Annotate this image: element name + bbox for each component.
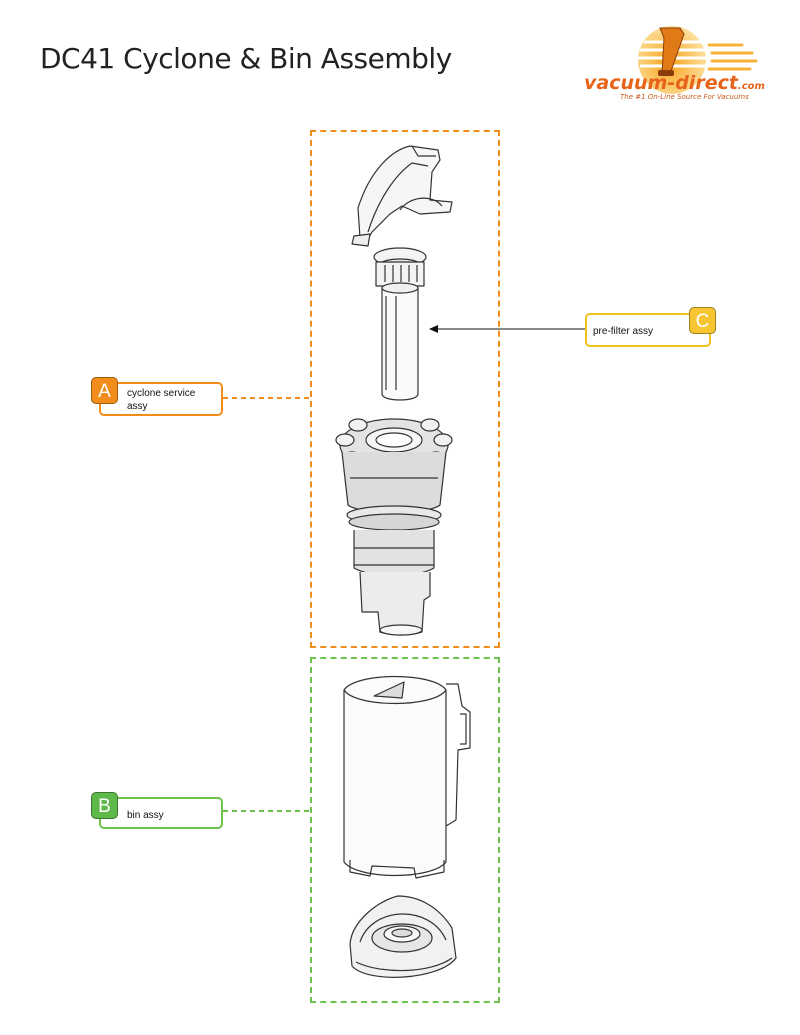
logo-sunburst-icon <box>638 26 758 94</box>
callout-label: pre-filter assy <box>593 326 654 337</box>
arrow-head-icon <box>429 325 438 333</box>
badge-b: B <box>91 792 118 819</box>
callout-label: cyclone service assy <box>127 388 196 412</box>
vacuum-direct-logo[interactable]: vacuum-direct.com The #1 On-Line Source … <box>584 20 784 105</box>
bin-part <box>343 675 471 879</box>
callout-bin-assy[interactable]: bin assy <box>99 797 223 829</box>
logo-domain: .com <box>737 81 765 92</box>
cyclone-pack-part <box>335 418 453 636</box>
pre-filter-part <box>373 247 427 401</box>
bin-assembly-zone <box>310 657 500 1003</box>
logo-name: vacuum-direct <box>584 72 738 94</box>
badge-c: C <box>689 307 716 334</box>
logo-tagline: The #1 On-Line Source For Vacuums <box>620 93 749 101</box>
bin-base-part <box>349 895 457 978</box>
cyclone-handle-part <box>351 145 453 247</box>
cyclone-assembly-zone <box>310 130 500 648</box>
callout-label: bin assy <box>127 810 164 821</box>
badge-a: A <box>91 377 118 404</box>
page-title: DC41 Cyclone & Bin Assembly <box>40 42 452 75</box>
callout-cyclone-service-assy[interactable]: cyclone service assy <box>99 382 223 416</box>
